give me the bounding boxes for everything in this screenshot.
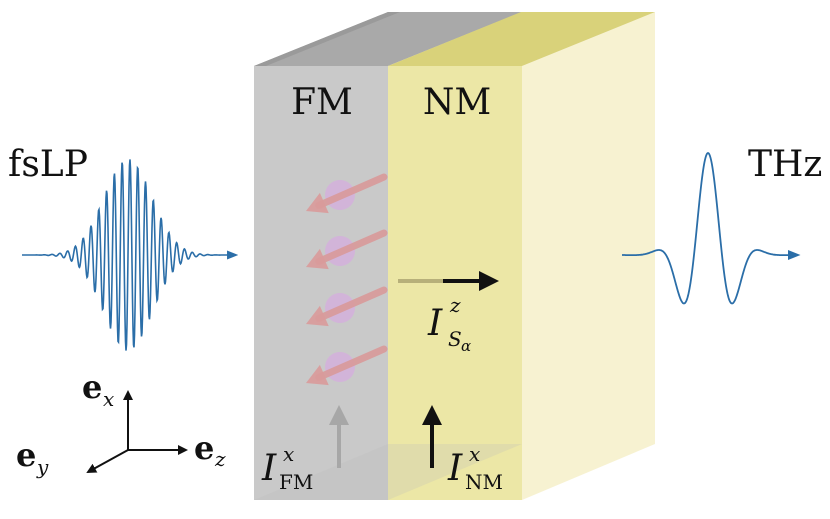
spin-arrowhead-icon	[306, 248, 329, 270]
spin-current-label-base: I	[427, 303, 443, 344]
ey-label-sub: y	[36, 455, 49, 479]
fm-current-label-sup: x	[283, 442, 294, 466]
ey-axis-arrow-icon	[86, 449, 129, 473]
spin-current-label-sub-base: S	[448, 327, 462, 351]
fm-current-label-sub: FM	[279, 470, 313, 494]
spin-current-label-sup: z	[449, 293, 461, 317]
ex-label-base: e	[82, 368, 102, 406]
fm-top-face-back	[254, 12, 400, 66]
nm-current-label-base: I	[447, 448, 463, 489]
ey-label-base: e	[16, 436, 36, 474]
fslp-label: fsLP	[8, 144, 88, 185]
nm-side-face	[522, 12, 655, 500]
nm-label: NM	[423, 82, 491, 123]
spin-current-label-sub-sub: α	[461, 337, 471, 355]
thz-label: THz	[748, 144, 822, 185]
fm-current-label: I x FM	[261, 442, 313, 494]
spin-current-label: I z S α	[427, 293, 471, 355]
laser-pulse-wave	[22, 159, 239, 351]
nm-current-label-sub: NM	[465, 470, 503, 494]
ez-label-sub: z	[214, 447, 226, 471]
nm-current-label: I x NM	[447, 442, 503, 494]
spin-arrow-icon	[315, 345, 388, 381]
spin-arrow-icon	[315, 173, 388, 209]
fm-label: FM	[291, 82, 353, 123]
thz-wave	[622, 152, 801, 305]
fm-top-face	[254, 12, 522, 66]
ex-label-sub: x	[103, 387, 114, 411]
fm-front-face	[254, 66, 388, 500]
nm-current-label-sup: x	[469, 442, 480, 466]
ez-label-base: e	[194, 429, 214, 467]
coordinate-axes: e x e z e y	[16, 368, 226, 479]
spin-arrowhead-icon	[306, 364, 329, 386]
spin-arrowhead-icon	[306, 192, 329, 214]
spin-arrowhead-icon	[306, 305, 329, 327]
spin-arrow-icon	[315, 286, 388, 322]
interface-shadow	[254, 444, 522, 500]
nm-top-face	[388, 12, 655, 66]
spin-group	[306, 173, 388, 386]
fm-current-label-base: I	[261, 448, 277, 489]
layer-slab	[254, 12, 655, 500]
spin-arrow-icon	[315, 229, 388, 265]
